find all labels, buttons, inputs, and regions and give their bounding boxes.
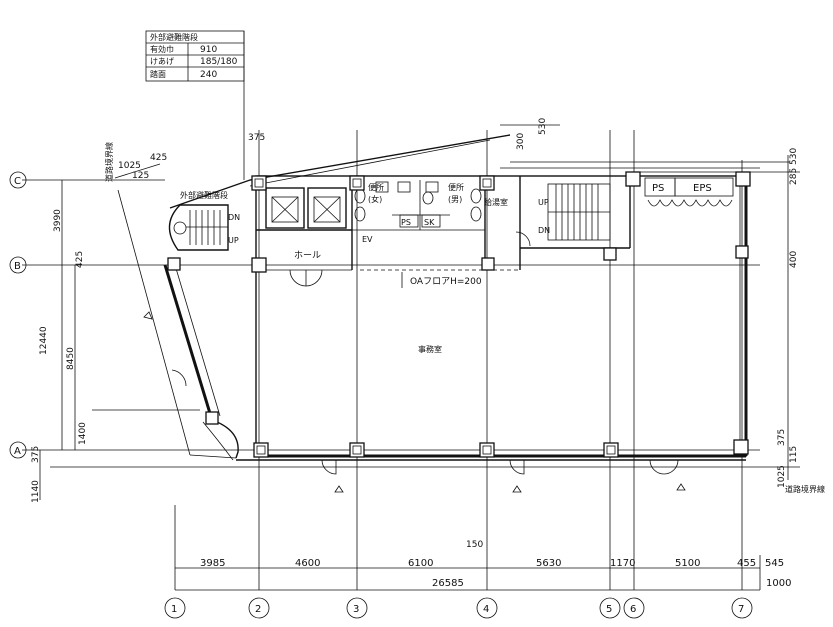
- col-3: 3: [353, 604, 359, 615]
- markers: [143, 311, 686, 493]
- road-line-bottom: 道路境界線: [785, 484, 825, 494]
- dim-5630: 5630: [536, 558, 561, 569]
- int-stair-dn: DN: [538, 226, 550, 235]
- road-line-top: 道路境界線: [104, 142, 114, 182]
- dim-5100: 5100: [675, 558, 700, 569]
- wc-female: 便所: [368, 182, 384, 192]
- ps-label: PS: [652, 183, 664, 194]
- col-1: 1: [171, 604, 177, 615]
- spec-label-width: 有効巾: [150, 44, 174, 54]
- spec-label-riser: けあげ: [150, 57, 174, 66]
- right-dimensions: 285 530 400 375 115 1025: [777, 148, 799, 488]
- col-4: 4: [483, 604, 489, 615]
- spec-label-tread: 踏面: [150, 69, 166, 79]
- dim-425-top: 425: [150, 153, 167, 163]
- dim-3990: 3990: [53, 209, 63, 232]
- col-2: 2: [255, 604, 261, 615]
- eps-label: EPS: [693, 183, 712, 194]
- columns: [167, 171, 751, 458]
- dim-400-right: 400: [789, 251, 799, 268]
- dim-1140: 1140: [31, 480, 41, 503]
- col-7: 7: [738, 604, 744, 615]
- dim-1025-right: 1025: [777, 465, 787, 488]
- dim-125-top: 125: [132, 171, 149, 181]
- building-walls: [50, 134, 800, 468]
- ext-stair-up: UP: [228, 236, 239, 245]
- dim-300-top: 300: [516, 133, 526, 150]
- col-5: 5: [606, 604, 612, 615]
- dim-total: 26585: [432, 578, 464, 589]
- kitchen-label: 給湯室: [484, 197, 508, 207]
- dim-530-right: 530: [789, 148, 799, 165]
- grid-lines: [22, 130, 800, 590]
- int-stair-up: UP: [538, 198, 549, 207]
- oa-floor-label: OAフロアH=200: [410, 277, 482, 287]
- stair-spec-table: 外部避難階段 有効巾 910 けあげ 185/180 踏面 240: [145, 30, 245, 180]
- dim-3985: 3985: [200, 558, 225, 569]
- dim-8450: 8450: [66, 347, 76, 370]
- col-6: 6: [630, 604, 636, 615]
- ev-pit-label: EV: [362, 235, 373, 244]
- row-c: C: [14, 176, 21, 187]
- dim-455: 455: [737, 558, 756, 569]
- row-b: B: [14, 261, 21, 272]
- spec-value-tread: 240: [200, 70, 217, 80]
- shafts: PS EPS: [644, 177, 734, 207]
- bottom-dimensions: 3985 4600 6100 5630 1170 5100 455 545 26…: [175, 540, 791, 591]
- dim-1025-top: 1025: [118, 161, 141, 171]
- ext-stair-label: 外部避難階段: [180, 190, 228, 200]
- wc-female-sub: (女): [368, 194, 382, 204]
- dim-115-right: 115: [789, 446, 799, 463]
- dim-1000: 1000: [766, 578, 791, 589]
- dim-150: 150: [466, 540, 483, 550]
- dim-6100: 6100: [408, 558, 433, 569]
- wc-male: 便所: [448, 182, 464, 192]
- hall-label: ホール: [294, 250, 321, 261]
- dim-530-top: 530: [538, 118, 548, 135]
- dim-545: 545: [765, 558, 784, 569]
- office-label: 事務室: [418, 344, 442, 354]
- dim-375-top: 375: [248, 133, 265, 143]
- dim-375-right: 375: [777, 429, 787, 446]
- external-stair: DN UP 外部避難階段: [168, 190, 240, 251]
- row-markers: C B A: [9, 171, 27, 459]
- ps-small: PS: [401, 218, 411, 227]
- ext-stair-dn: DN: [228, 213, 240, 222]
- elevators: [265, 187, 347, 229]
- column-markers: 1 2 3 4 5 6 7: [164, 597, 753, 619]
- dim-12440: 12440: [39, 326, 49, 355]
- dim-375-left: 375: [31, 446, 41, 463]
- doors: [171, 231, 679, 475]
- top-dimensions: 375 1025 125 425 300 530: [114, 118, 560, 181]
- dim-1170: 1170: [610, 558, 635, 569]
- sk-label: SK: [424, 218, 435, 227]
- toilets: 便所 (女) 便所 (男) PS SK 給湯室: [354, 181, 508, 228]
- row-a: A: [14, 446, 21, 457]
- stair-spec-title: 外部避難階段: [150, 32, 198, 42]
- wc-male-sub: (男): [448, 195, 462, 204]
- internal-stair: UP DN: [538, 183, 611, 241]
- dim-1400: 1400: [78, 422, 88, 445]
- spec-value-riser: 185/180: [200, 57, 238, 67]
- left-dimensions: 3990 12440 8450 1400 375 1140 425: [31, 180, 200, 503]
- dim-285-right: 285: [789, 168, 799, 185]
- dim-4600: 4600: [295, 558, 320, 569]
- spec-value-width: 910: [200, 45, 217, 55]
- dim-425-left: 425: [75, 251, 85, 268]
